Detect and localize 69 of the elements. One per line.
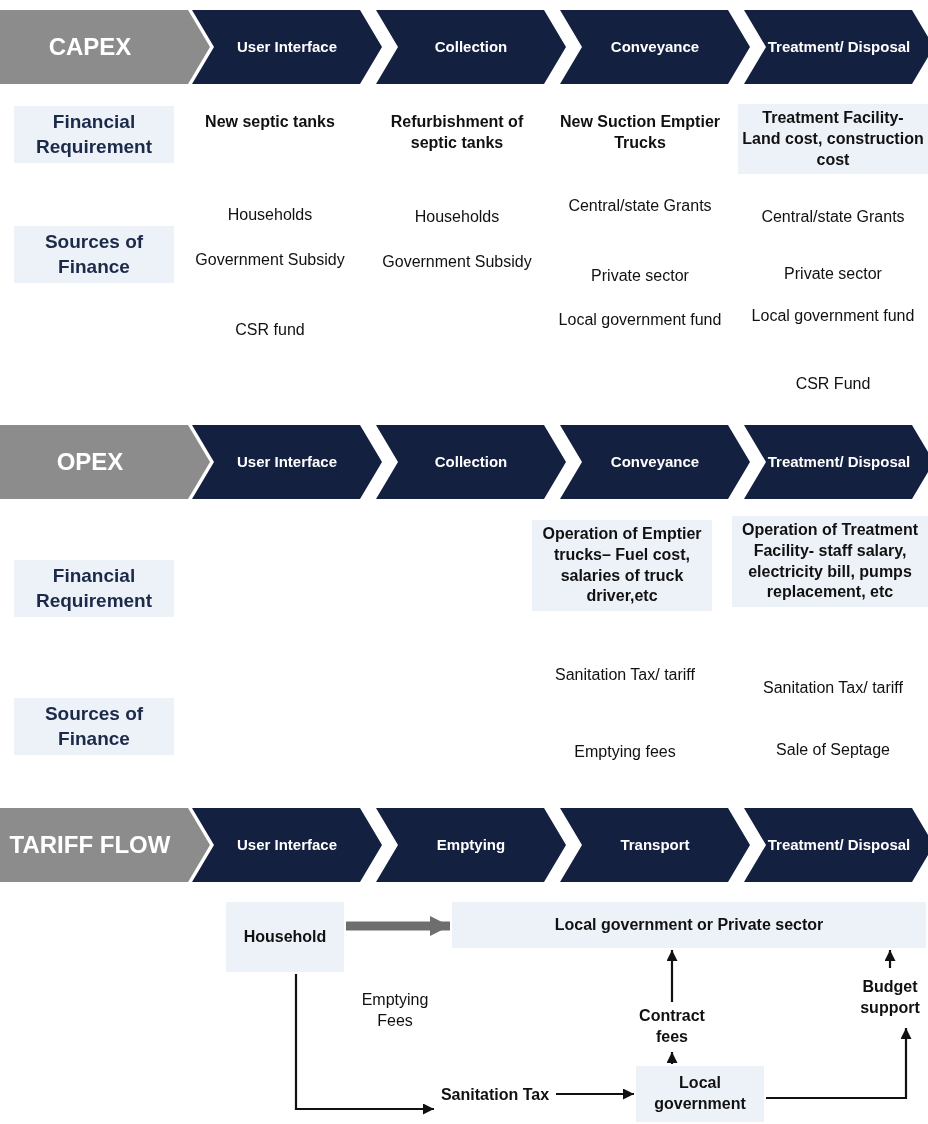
table-text: Treatment Facility- Land cost, construction cost bbox=[738, 104, 928, 175]
step-label: Collection bbox=[433, 453, 509, 471]
process-box: Household bbox=[226, 902, 344, 972]
table-text: Sanitation Tax/ tariff bbox=[762, 678, 904, 698]
table-text: Private sector bbox=[590, 266, 690, 286]
arrow bbox=[666, 950, 678, 1002]
flow-label: Contract fees bbox=[622, 1004, 722, 1050]
flow-label: Budget support bbox=[852, 970, 928, 1026]
chevron-step bbox=[0, 10, 210, 84]
table-text: Central/state Grants bbox=[567, 196, 713, 216]
section-title: TARIFF FLOW bbox=[9, 830, 172, 860]
table-text: Private sector bbox=[783, 264, 883, 284]
step-label: Treatment/ Disposal bbox=[766, 453, 912, 471]
table-text: Government Subsidy bbox=[381, 252, 533, 272]
chevron-step bbox=[560, 425, 750, 499]
row-heading: Financial Requirement bbox=[14, 560, 174, 618]
table-text: Local government fund bbox=[750, 306, 916, 326]
step-label: Emptying bbox=[435, 836, 507, 854]
arrow bbox=[346, 916, 450, 936]
step-label: Treatment/ Disposal bbox=[766, 38, 912, 56]
step-label: Transport bbox=[619, 836, 691, 854]
chevron-step bbox=[376, 425, 566, 499]
arrow bbox=[666, 1052, 678, 1064]
chevron-step bbox=[0, 425, 210, 499]
table-text: Operation of Treatment Facility- staff salary, electricity bill, pumps replacement, etc bbox=[732, 516, 928, 608]
arrow bbox=[556, 1088, 634, 1100]
table-text: Central/state Grants bbox=[760, 207, 906, 227]
chevron-step bbox=[560, 10, 750, 84]
step-label: User Interface bbox=[235, 38, 339, 56]
table-text: New Suction Emptier Trucks bbox=[559, 112, 721, 153]
chevron-step bbox=[744, 425, 928, 499]
row-heading: Sources of Finance bbox=[14, 226, 174, 284]
step-label: Collection bbox=[433, 38, 509, 56]
table-text: CSR fund bbox=[234, 320, 306, 340]
table-text: Sale of Septage bbox=[775, 740, 891, 760]
arrow bbox=[294, 974, 434, 1115]
chevron-step bbox=[192, 808, 382, 882]
row-heading: Sources of Finance bbox=[14, 698, 174, 756]
section-title: CAPEX bbox=[48, 32, 133, 62]
chevron-step bbox=[376, 10, 566, 84]
table-text: Operation of Emptier trucks– Fuel cost, salaries of truck driver,etc bbox=[532, 520, 712, 612]
table-text: Emptying fees bbox=[573, 742, 677, 762]
step-label: Conveyance bbox=[609, 453, 701, 471]
table-text: New septic tanks bbox=[204, 112, 336, 132]
chevron-step bbox=[192, 425, 382, 499]
chevron-step bbox=[192, 10, 382, 84]
section-title: OPEX bbox=[56, 447, 125, 477]
chevron-step bbox=[376, 808, 566, 882]
table-text: CSR Fund bbox=[794, 374, 872, 394]
process-box: Local government bbox=[636, 1066, 764, 1122]
step-label: Conveyance bbox=[609, 38, 701, 56]
step-label: User Interface bbox=[235, 453, 339, 471]
step-label: Treatment/ Disposal bbox=[766, 836, 912, 854]
table-text: Sanitation Tax/ tariff bbox=[554, 665, 696, 685]
chevron-step bbox=[560, 808, 750, 882]
chevron-step bbox=[0, 808, 210, 882]
table-text: Households bbox=[226, 205, 314, 225]
chevron-step bbox=[744, 808, 928, 882]
table-text: Refurbishment of septic tanks bbox=[389, 112, 525, 153]
flow-label: Sanitation Tax bbox=[436, 1070, 554, 1120]
chevron-step bbox=[744, 10, 928, 84]
table-text: Local government fund bbox=[557, 310, 723, 330]
table-text: Households bbox=[413, 207, 501, 227]
arrow bbox=[766, 1028, 912, 1100]
step-label: User Interface bbox=[235, 836, 339, 854]
arrow bbox=[884, 950, 896, 968]
table-text: Government Subsidy bbox=[194, 250, 346, 270]
process-box: Local government or Private sector bbox=[452, 902, 926, 948]
row-heading: Financial Requirement bbox=[14, 106, 174, 164]
